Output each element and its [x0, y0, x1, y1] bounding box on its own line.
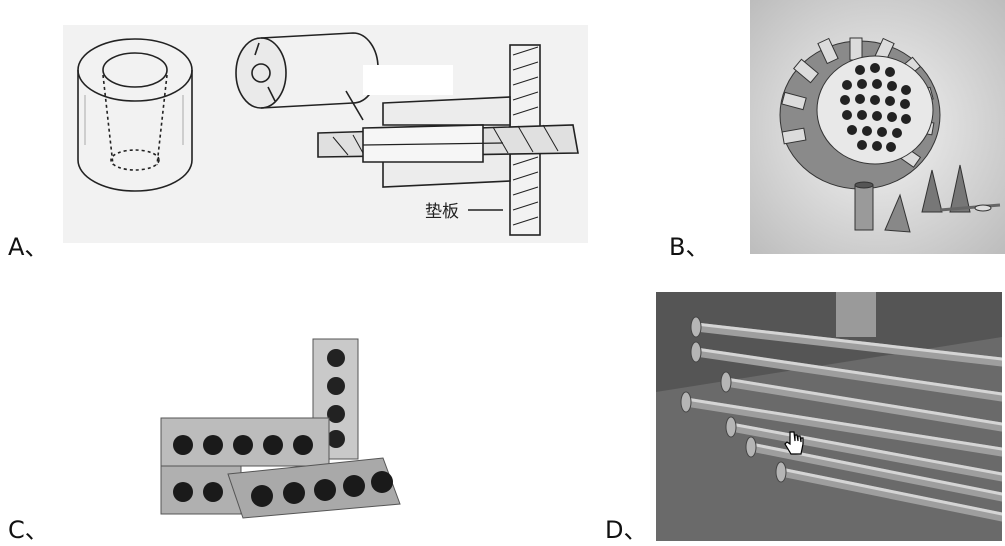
anchor-plate-label: 垫板: [425, 202, 459, 222]
wedge-detail-drawing: [235, 32, 379, 121]
option-d-photo: [656, 292, 1002, 541]
option-b-label: B、: [669, 233, 710, 261]
anchor-assembly-drawing: [317, 44, 579, 236]
option-a-illustration: 垫板: [63, 25, 588, 243]
option-d-label: D、: [605, 516, 648, 544]
option-b-photo: [750, 0, 1005, 254]
option-c-label: C、: [8, 516, 49, 544]
sleeve-drawing: [77, 38, 193, 192]
option-a-label: A、: [8, 233, 49, 261]
hand-cursor-icon: [784, 431, 804, 455]
anchor-head-disc: [779, 37, 1001, 233]
option-c-photo: [158, 336, 410, 521]
